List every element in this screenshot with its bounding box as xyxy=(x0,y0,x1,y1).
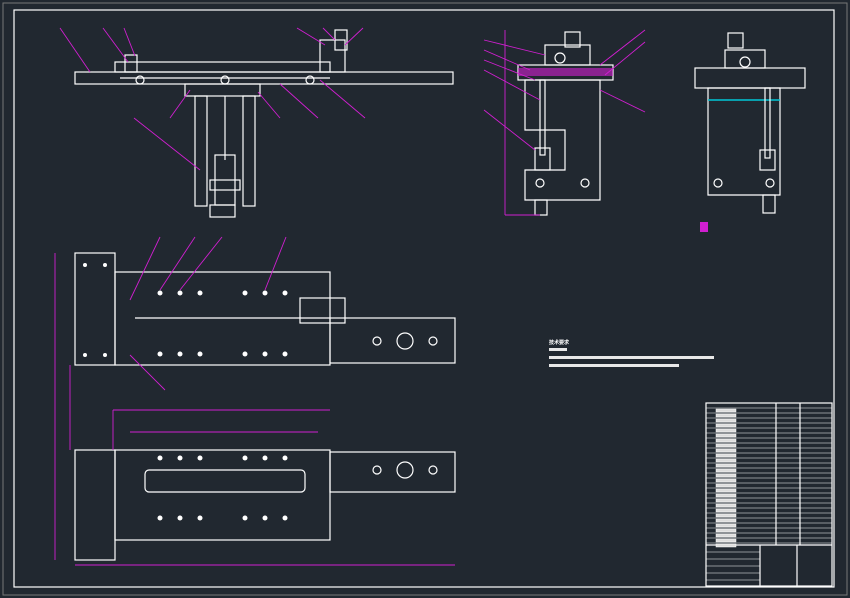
side-view xyxy=(483,29,646,216)
note-line xyxy=(549,364,679,367)
note-line xyxy=(549,356,714,359)
end-view xyxy=(694,32,806,232)
plan-view-top xyxy=(74,236,456,391)
note-line xyxy=(549,348,567,351)
plan-view-bottom xyxy=(54,253,456,566)
inner-frame xyxy=(13,9,835,588)
technical-notes-heading: 技术要求 xyxy=(549,340,570,346)
front-view xyxy=(59,27,454,218)
title-block xyxy=(705,402,833,587)
